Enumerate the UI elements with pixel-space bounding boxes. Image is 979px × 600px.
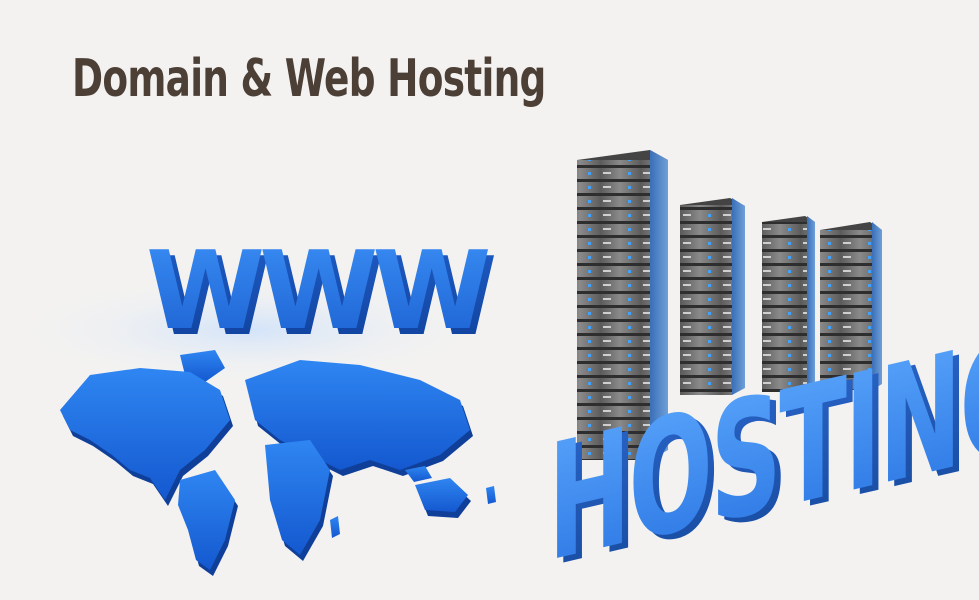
www-graphic: WWW WWW (10, 229, 500, 576)
world-map-icon (60, 350, 496, 576)
www-text-shadow: WWW (152, 235, 494, 360)
server-rack-icon (680, 198, 745, 395)
server-rack-icon (820, 222, 882, 390)
www-text: WWW (146, 229, 488, 354)
server-rack-icon (577, 150, 668, 460)
hosting-graphic: HOSTING HOSTING (548, 150, 979, 600)
www-letters: WWW WWW (146, 229, 500, 360)
map-glow (10, 275, 490, 385)
server-rack-icon (762, 216, 815, 392)
